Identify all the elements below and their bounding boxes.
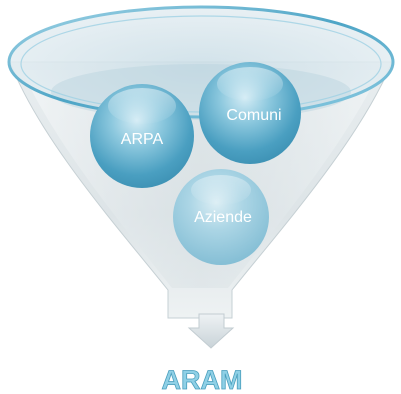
input-bubble-aziende: Aziende bbox=[173, 169, 269, 265]
funnel-mouth bbox=[9, 7, 393, 117]
down-arrow-icon bbox=[187, 313, 235, 349]
input-label-arpa: ARPA bbox=[121, 131, 164, 148]
input-label-comuni: Comuni bbox=[226, 107, 281, 124]
output-label: ARAM bbox=[162, 365, 243, 394]
input-label-aziende: Aziende bbox=[194, 209, 252, 226]
input-bubble-arpa: ARPA bbox=[90, 84, 194, 188]
input-bubble-comuni: Comuni bbox=[199, 62, 301, 164]
